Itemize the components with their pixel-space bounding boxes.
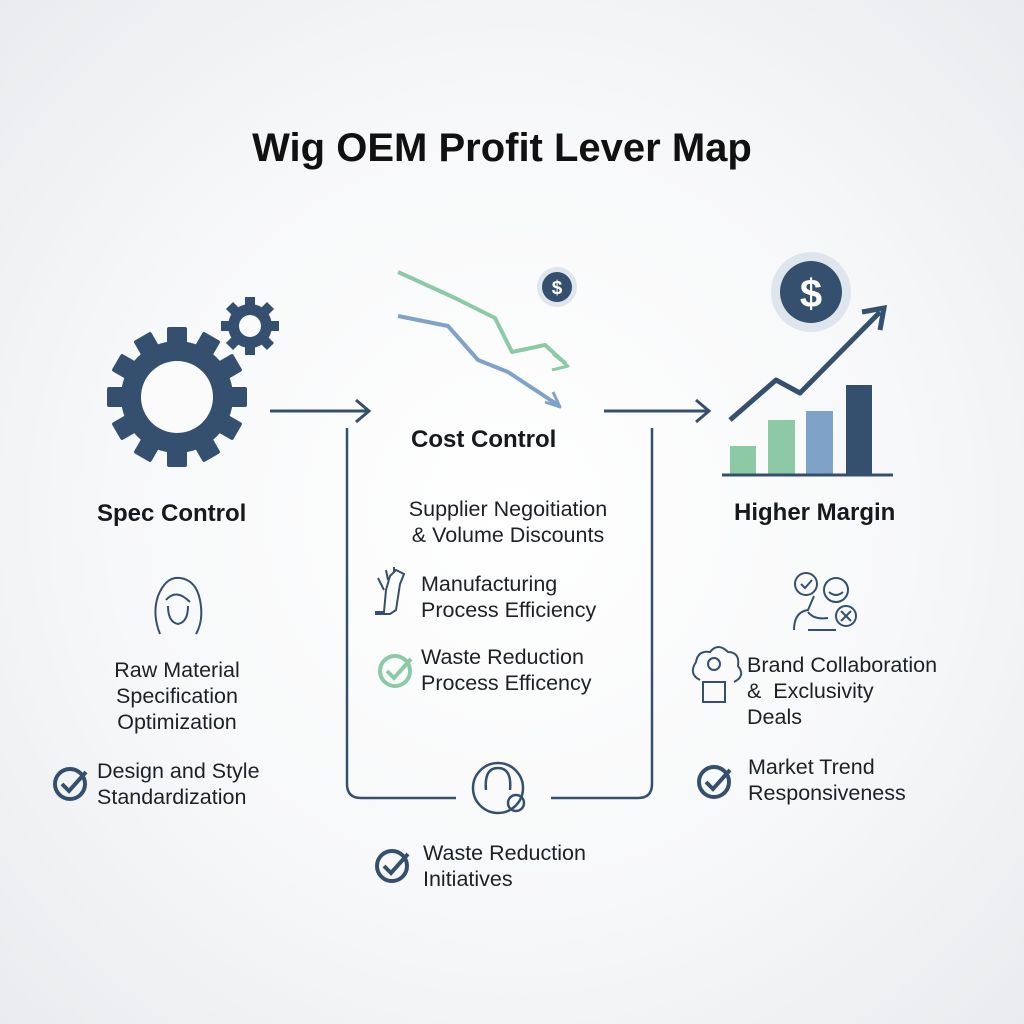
svg-text:$: $ — [800, 272, 822, 316]
higher-margin-heading: Higher Margin — [734, 499, 896, 526]
margin-item-brand: Brand Collaboration & Exclusivity Deals — [747, 652, 937, 730]
spec-control-heading: Spec Control — [97, 500, 247, 527]
cost-item-manufacturing: Manufacturing Process Efficiency — [421, 571, 596, 623]
check-circle-icon — [375, 849, 410, 883]
svg-text:$: $ — [552, 278, 563, 299]
growth-chart-icon — [722, 304, 893, 477]
dollar-small-icon: $ — [537, 267, 577, 307]
line: Manufacturing — [421, 572, 558, 596]
line: Process Efficiency — [421, 598, 597, 622]
line: & Volume Discounts — [411, 523, 605, 547]
line: Process Efficency — [421, 671, 592, 695]
decision-icon — [793, 572, 857, 631]
page-title: Wig OEM Profit Lever Map — [252, 126, 752, 170]
gear-icon — [107, 327, 247, 467]
check-circle-icon — [697, 765, 732, 799]
line: Deals — [747, 705, 802, 729]
cost-bracket — [345, 428, 654, 800]
cost-item-supplier: Supplier Negoitiation & Volume Discounts — [388, 496, 628, 548]
dollar-large-icon: $ — [771, 252, 851, 332]
spec-item-design: Design and Style Standardization — [97, 758, 260, 810]
arrow-spec-to-cost — [270, 398, 372, 424]
line: Raw Material — [114, 658, 240, 682]
line: Optimization — [117, 710, 237, 734]
line: Waste Reduction — [423, 841, 586, 865]
line: Market Trend — [748, 755, 875, 779]
small-gear-icon — [221, 297, 279, 355]
cost-item-waste-efficency: Waste Reduction Process Efficency — [421, 644, 591, 696]
margin-item-market-trend: Market Trend Responsiveness — [748, 754, 906, 806]
spec-item-raw-material: Raw Material Specification Optimization — [77, 657, 277, 735]
check-circle-icon — [378, 654, 413, 688]
cost-item-waste-initiatives: Waste Reduction Initiatives — [423, 840, 586, 892]
line: Specification — [116, 684, 238, 708]
line: Supplier Negoitiation — [408, 497, 608, 521]
check-circle-icon — [53, 767, 88, 801]
brand-icon — [691, 646, 743, 703]
downtrend-icon — [397, 270, 570, 409]
line: Brand Collaboration — [747, 653, 938, 677]
arrow-cost-to-margin — [604, 398, 712, 424]
line: & Exclusivity — [747, 679, 874, 703]
line: Design and Style — [97, 759, 260, 783]
hair-icon — [154, 576, 203, 635]
line: Standardization — [97, 785, 247, 809]
hand-icon — [375, 567, 406, 615]
person-icon — [471, 761, 526, 815]
line: Initiatives — [423, 867, 513, 891]
line: Responsiveness — [748, 781, 906, 805]
line: Waste Reduction — [421, 645, 584, 669]
cost-control-heading: Cost Control — [411, 426, 557, 453]
